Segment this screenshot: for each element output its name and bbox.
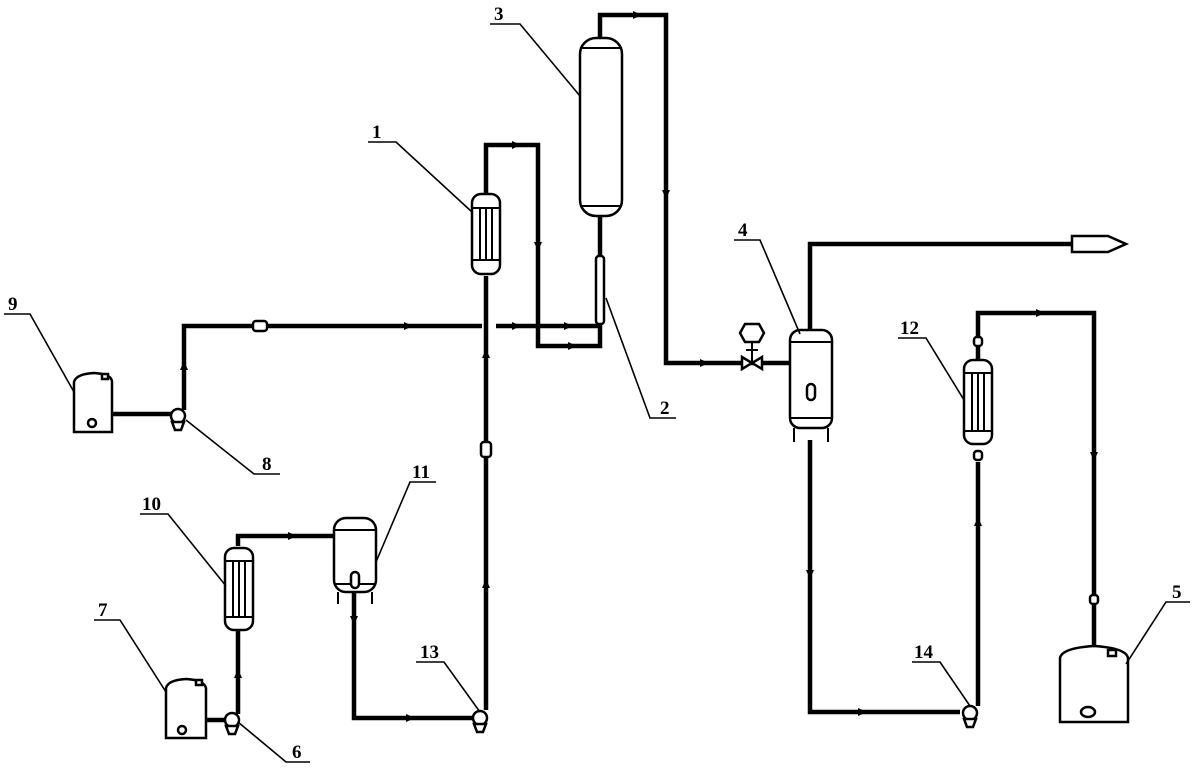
arrow-up xyxy=(234,669,242,678)
label-9: 9 xyxy=(8,294,18,315)
arrow-right xyxy=(633,11,642,19)
storage-tank-5 xyxy=(1058,644,1130,724)
label-11: 11 xyxy=(412,462,430,483)
sight-glass-icon xyxy=(805,382,817,402)
valve-icon xyxy=(1088,593,1100,606)
distillation-column-3 xyxy=(578,36,624,218)
label-5: 5 xyxy=(1172,582,1182,603)
leader-lines xyxy=(4,23,1190,763)
label-2: 2 xyxy=(660,398,670,419)
label-12: 12 xyxy=(900,318,919,339)
vent-outlet-icon xyxy=(1070,234,1130,254)
separator-4 xyxy=(788,328,834,442)
arrow-up xyxy=(482,579,490,588)
outlet-icon xyxy=(1079,705,1097,719)
arrow-up xyxy=(974,517,982,526)
label-6: 6 xyxy=(292,742,302,763)
control-valve xyxy=(738,322,766,372)
arrow-down xyxy=(534,242,542,251)
storage-tank-11 xyxy=(332,516,378,604)
pipe-exchanger12-top xyxy=(975,310,1097,655)
small-valves xyxy=(972,335,1100,606)
label-3: 3 xyxy=(494,4,504,25)
arrow-right xyxy=(1036,309,1045,317)
flowmeters xyxy=(251,319,493,459)
arrow-down xyxy=(350,616,358,625)
pressure-gauge-icon xyxy=(738,322,766,344)
arrow-right xyxy=(512,141,521,149)
label-13: 13 xyxy=(420,642,439,663)
valve-icon xyxy=(740,354,755,372)
heat-exchanger-10 xyxy=(223,546,255,632)
pipe-tank11-bottom xyxy=(351,590,474,721)
pipe-separator4-vent xyxy=(807,241,1074,330)
arrow-down xyxy=(1090,452,1098,461)
pump-14 xyxy=(961,704,979,729)
heater-2 xyxy=(594,254,606,326)
outlet-icon xyxy=(176,724,188,736)
flow-arrows xyxy=(180,11,1098,722)
arrow-right xyxy=(568,342,577,350)
label-10: 10 xyxy=(142,494,161,515)
outlet-icon xyxy=(86,417,98,429)
sight-glass-icon xyxy=(349,570,361,590)
arrow-up xyxy=(180,361,188,370)
storage-tank-9 xyxy=(72,371,114,434)
label-4: 4 xyxy=(738,220,748,241)
pipe-exchanger10-top xyxy=(235,533,334,546)
flowmeter-icon xyxy=(479,440,493,459)
valve-icon xyxy=(972,449,984,462)
label-14: 14 xyxy=(914,642,934,663)
arrow-right xyxy=(288,532,297,540)
arrow-right xyxy=(512,322,521,330)
pump-6 xyxy=(223,711,241,736)
storage-tank-7 xyxy=(164,677,208,740)
pipe-column3-top xyxy=(597,12,790,366)
pipe-pump8-up xyxy=(181,323,476,410)
arrow-down xyxy=(806,570,814,579)
arrow-right xyxy=(858,708,867,716)
label-1: 1 xyxy=(372,122,382,143)
heat-exchanger-12 xyxy=(962,358,994,446)
valve-icon xyxy=(749,354,764,372)
arrow-right xyxy=(404,322,413,330)
label-8: 8 xyxy=(262,454,272,475)
arrow-right xyxy=(406,714,415,722)
arrow-right xyxy=(700,359,709,367)
arrow-right xyxy=(564,322,573,330)
flowmeter-icon xyxy=(251,319,269,333)
heat-exchanger-1 xyxy=(470,192,502,276)
arrow-down xyxy=(662,190,670,199)
label-7: 7 xyxy=(98,600,108,621)
valve-icon xyxy=(972,335,984,348)
component-labels: 1 2 3 4 5 6 7 8 9 10 11 12 13 14 xyxy=(8,4,1182,763)
pump-13 xyxy=(471,709,489,734)
arrow-up xyxy=(482,349,490,358)
pump-8 xyxy=(169,407,187,432)
pipe-separator4-bottom xyxy=(807,440,960,715)
